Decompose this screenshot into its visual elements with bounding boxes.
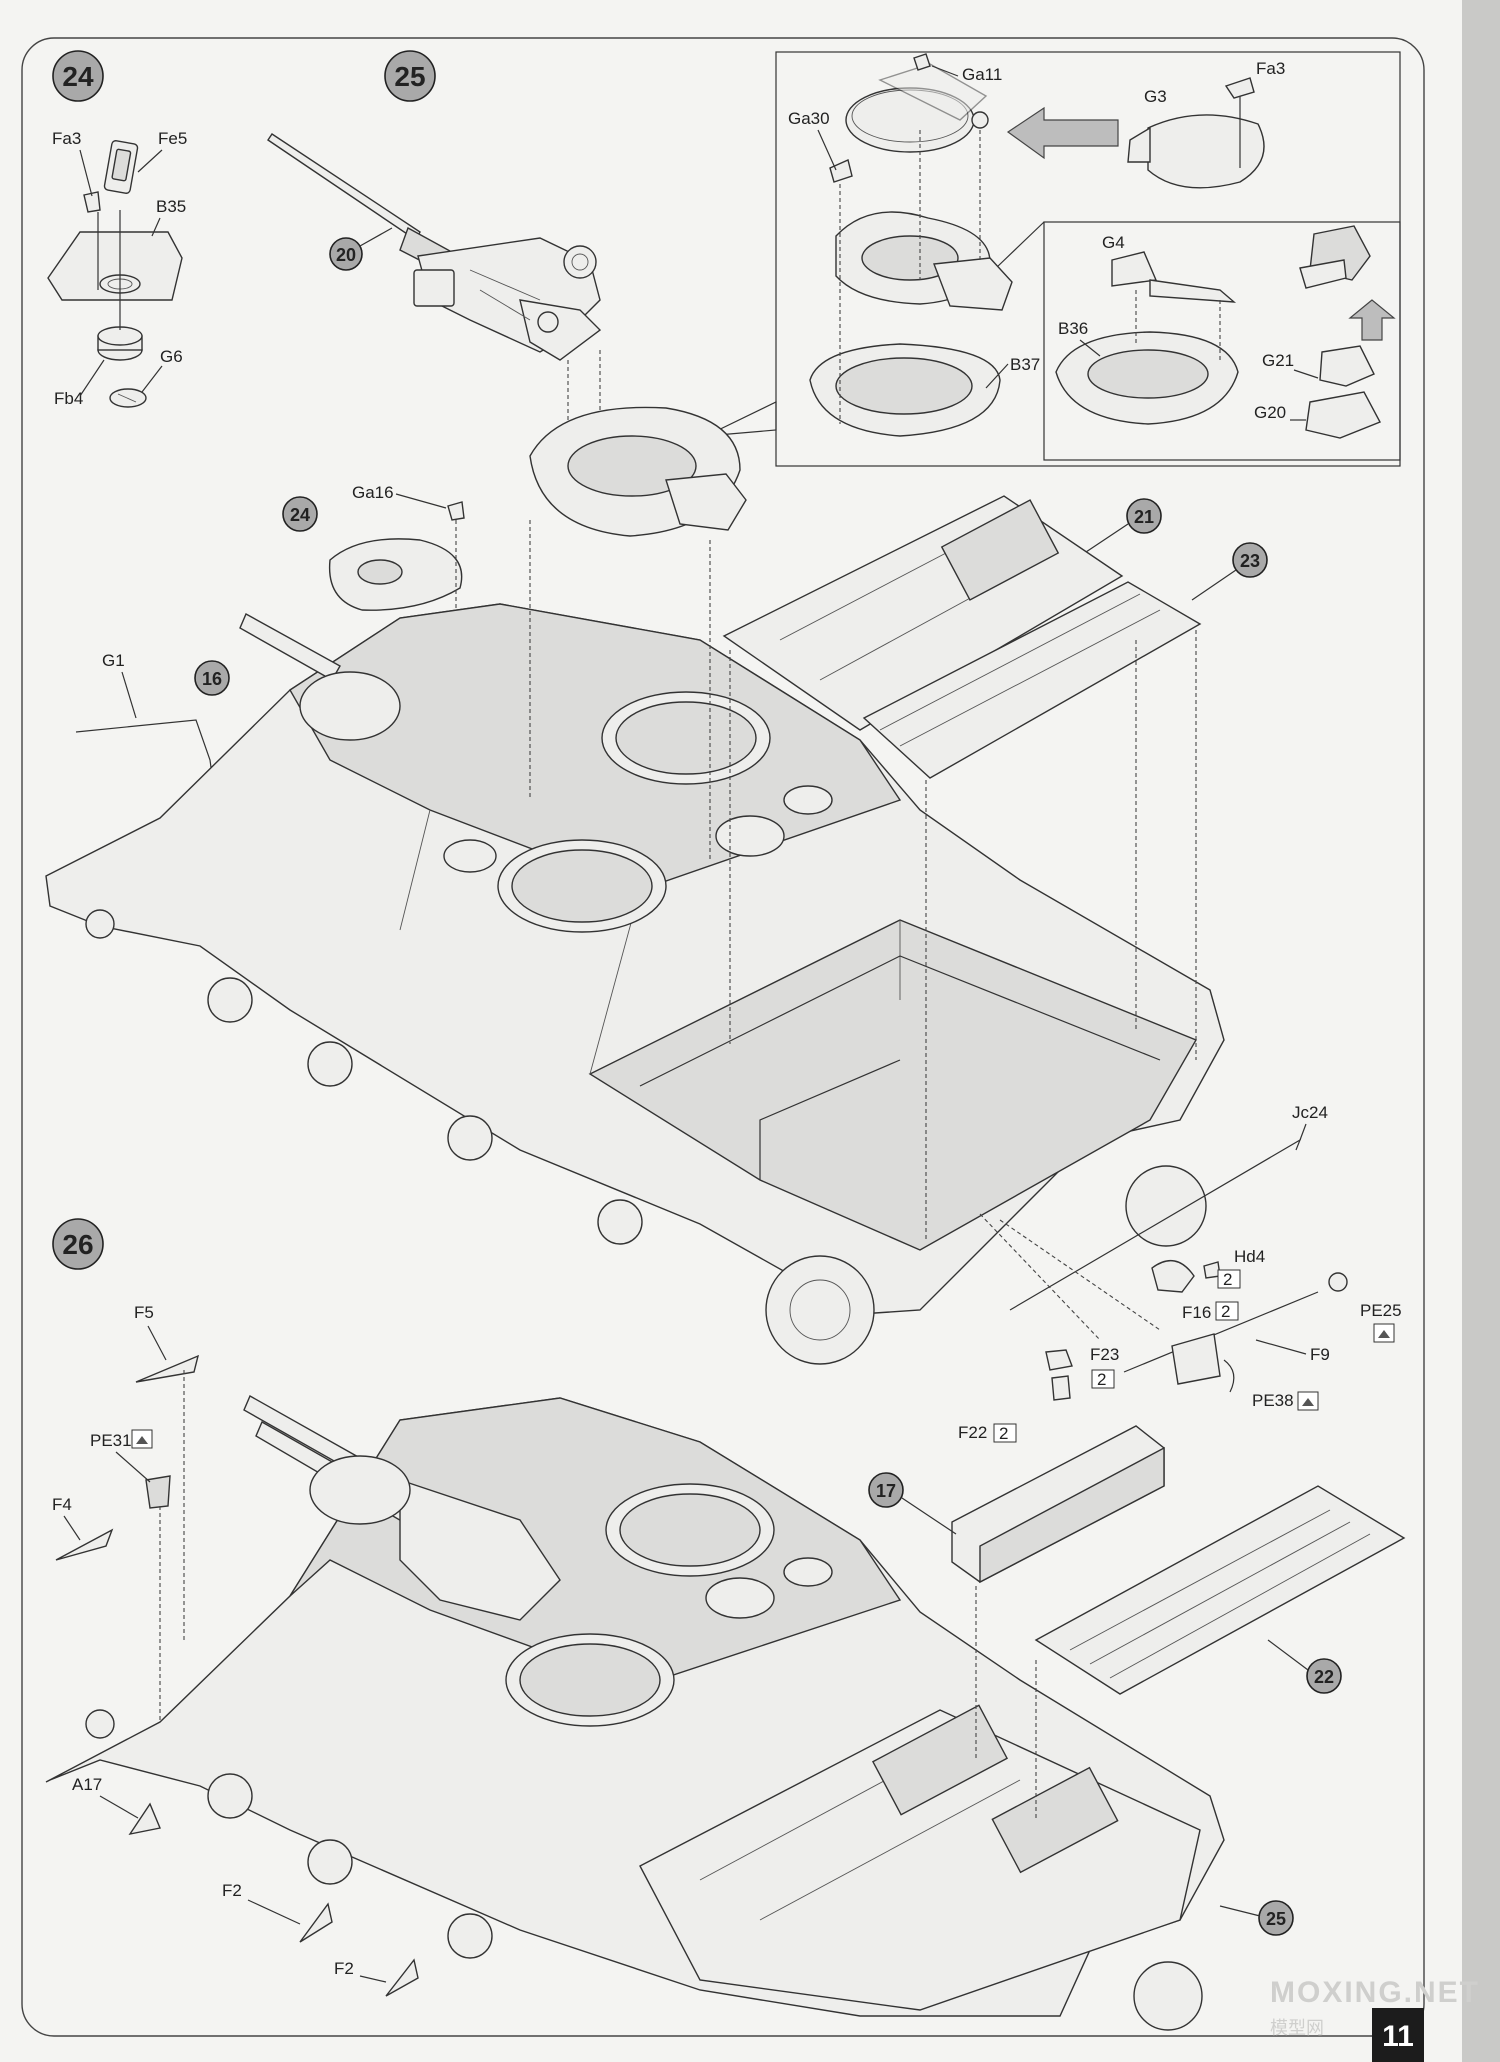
part-g21 xyxy=(1319,345,1375,387)
label-b35: B35 xyxy=(156,197,186,216)
step-25-diagram: 25 20 Ga11 xyxy=(267,50,1401,537)
label-ga16: Ga16 xyxy=(352,483,394,502)
part-f2-a xyxy=(299,1902,333,1943)
watermark: MOXING.NET xyxy=(1270,1976,1480,2009)
label-f16: F16 xyxy=(1182,1303,1211,1322)
step-badge-icon xyxy=(52,1218,104,1270)
step-number-26: 26 xyxy=(62,1229,93,1260)
label-pe25: PE25 xyxy=(1360,1301,1402,1320)
label-fb4: Fb4 xyxy=(54,389,83,408)
label-g20: G20 xyxy=(1254,403,1286,422)
label-fa3: Fa3 xyxy=(52,129,81,148)
label-pe38: PE38 xyxy=(1252,1391,1294,1410)
hull-assembly-upper: 24 Ga16 G1 16 xyxy=(45,483,1402,1443)
part-b35-plate xyxy=(47,231,183,301)
step-badge-icon xyxy=(194,660,230,696)
label-ga30: Ga30 xyxy=(788,109,830,128)
part-f5 xyxy=(135,1354,200,1383)
step-badge-icon xyxy=(1232,542,1268,578)
part-pe31 xyxy=(145,1475,171,1509)
sprue-ref-icon xyxy=(1217,1269,1241,1289)
part-f23 xyxy=(1045,1349,1073,1371)
watermark-sub: 模型网 xyxy=(1270,2018,1324,2039)
label-g1: G1 xyxy=(102,651,125,670)
ref-17: 17 xyxy=(876,1481,896,1501)
sprue-ref-f16: 2 xyxy=(1221,1302,1230,1321)
label-b37: B37 xyxy=(1010,355,1040,374)
ref-23: 23 xyxy=(1240,551,1260,571)
arrow-left-icon xyxy=(1006,106,1119,160)
grille-23 xyxy=(862,581,1202,779)
ref-25-b: 25 xyxy=(1266,1909,1286,1929)
ref-22: 22 xyxy=(1314,1667,1334,1687)
label-g6: G6 xyxy=(160,347,183,366)
step-badge-icon xyxy=(282,496,318,532)
fender-22 xyxy=(1034,1485,1406,1695)
part-g4 xyxy=(1111,251,1158,287)
part-a17 xyxy=(128,1802,161,1836)
label-g4: G4 xyxy=(1102,233,1125,252)
road-wheels-upper xyxy=(85,909,1207,1365)
ref-24: 24 xyxy=(290,505,310,525)
step-number-24: 24 xyxy=(62,61,94,92)
label-g3: G3 xyxy=(1144,87,1167,106)
part-fa3 xyxy=(83,191,101,213)
sprue-ref-f22: 2 xyxy=(999,1424,1008,1443)
part-fa3-b xyxy=(1224,77,1255,99)
step-24-diagram: 24 Fa3 Fe5 B35 G6 Fb4 xyxy=(47,50,187,408)
label-g21: G21 xyxy=(1262,351,1294,370)
label-hd4: Hd4 xyxy=(1234,1247,1265,1266)
label-b36: B36 xyxy=(1058,319,1088,338)
ref-21: 21 xyxy=(1134,507,1154,527)
sprue-ref-icon xyxy=(993,1423,1017,1443)
step-badge-icon xyxy=(384,50,436,102)
arrow-up-icon xyxy=(1348,299,1396,341)
step-badge-icon xyxy=(1306,1658,1342,1694)
label-jc24: Jc24 xyxy=(1292,1103,1328,1122)
label-a17: A17 xyxy=(72,1775,102,1794)
sprue-ref-f23: 2 xyxy=(1097,1370,1106,1389)
page-number-box xyxy=(1372,2008,1424,2062)
label-f22: F22 xyxy=(958,1423,987,1442)
part-f22 xyxy=(1051,1375,1071,1401)
part-f4 xyxy=(55,1528,114,1561)
step-26-diagram: 26 F5 PE31 F4 A17 F2 F2 xyxy=(45,1218,1406,2031)
part-g20 xyxy=(1305,391,1381,439)
page-frame xyxy=(21,37,1425,2037)
label-fa3-b: Fa3 xyxy=(1256,59,1285,78)
sprue-ref-hd4: 2 xyxy=(1223,1270,1232,1289)
label-f5: F5 xyxy=(134,1303,154,1322)
sprue-ref-icon xyxy=(1091,1369,1115,1389)
step-badge-icon xyxy=(1258,1900,1294,1936)
step-badge-icon xyxy=(1126,498,1162,534)
step-badge-icon xyxy=(329,237,363,271)
part-g3 xyxy=(1147,114,1265,189)
road-wheels-lower xyxy=(85,1709,1203,2031)
sprue-ref-icon xyxy=(1215,1301,1239,1321)
ref-16: 16 xyxy=(202,669,222,689)
label-f2-a: F2 xyxy=(222,1881,242,1900)
step-number-25: 25 xyxy=(394,61,425,92)
label-f4: F4 xyxy=(52,1495,72,1514)
label-ga11: Ga11 xyxy=(962,65,1002,84)
label-pe31: PE31 xyxy=(90,1431,132,1450)
label-fe5: Fe5 xyxy=(158,129,187,148)
ref-20: 20 xyxy=(336,245,356,265)
step-badge-icon xyxy=(868,1472,904,1508)
label-f2-b: F2 xyxy=(334,1959,354,1978)
step-badge-icon xyxy=(52,50,104,102)
label-f9: F9 xyxy=(1310,1345,1330,1364)
part-f16 xyxy=(1151,1259,1195,1293)
inset-sub-box xyxy=(1043,221,1401,461)
label-f23: F23 xyxy=(1090,1345,1119,1364)
page-number: 11 xyxy=(1382,2020,1414,2053)
part-f2-b xyxy=(385,1958,419,1997)
part-20-machine-gun xyxy=(267,133,602,361)
